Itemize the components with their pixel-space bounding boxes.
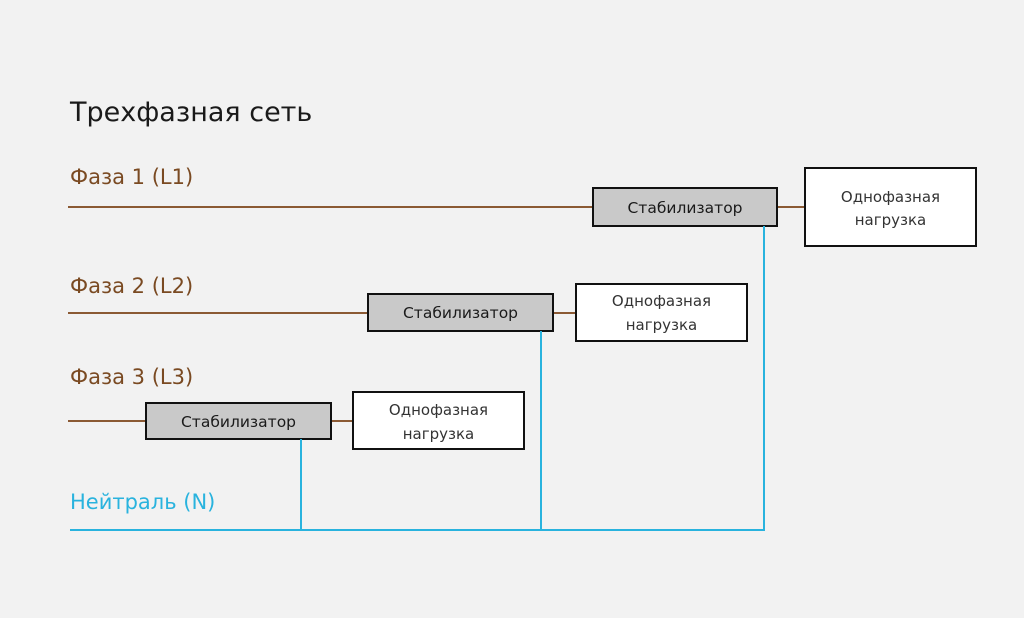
phase-1-label: Фаза 1 (L1) xyxy=(70,165,193,189)
phase-2-load-line-1: Однофазная xyxy=(612,292,711,310)
phase-1-stabilizer xyxy=(592,187,778,227)
phase-1-load-line-2: нагрузка xyxy=(855,211,927,229)
phase-2-label: Фаза 2 (L2) xyxy=(70,274,193,298)
phase-2-stabilizer-label: Стабилизатор xyxy=(403,304,518,322)
phase-1-load xyxy=(804,167,977,247)
phase-3-load xyxy=(352,391,525,450)
phase-3-load-line-1: Однофазная xyxy=(389,401,488,419)
diagram-title: Трехфазная сеть xyxy=(69,97,312,128)
phase-2-load xyxy=(575,283,748,342)
phase-2-group: Фаза 2 (L2) Стабилизатор Однофазная нагр… xyxy=(68,274,748,342)
phase-3-load-line-2: нагрузка xyxy=(403,425,475,443)
phase-2-load-line-2: нагрузка xyxy=(626,316,698,334)
phase-3-group: Фаза 3 (L3) Стабилизатор Однофазная нагр… xyxy=(68,365,525,450)
neutral-group: Нейтраль (N) xyxy=(70,226,765,531)
phase-3-label: Фаза 3 (L3) xyxy=(70,365,193,389)
phase-3-stabilizer-label: Стабилизатор xyxy=(181,413,296,431)
neutral-label: Нейтраль (N) xyxy=(70,490,215,514)
phase-3-stabilizer xyxy=(145,402,332,440)
phase-2-stabilizer xyxy=(367,293,554,332)
phase-1-stabilizer-label: Стабилизатор xyxy=(627,199,742,217)
phase-1-load-line-1: Однофазная xyxy=(841,188,940,206)
phase-1-group: Фаза 1 (L1) Стабилизатор Однофазная нагр… xyxy=(68,165,977,247)
